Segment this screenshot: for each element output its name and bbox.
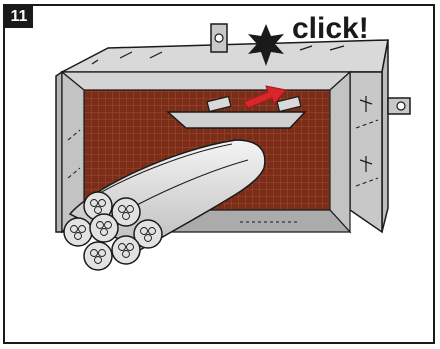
frame-left-panel	[56, 72, 62, 232]
click-callout: click!	[292, 12, 369, 45]
